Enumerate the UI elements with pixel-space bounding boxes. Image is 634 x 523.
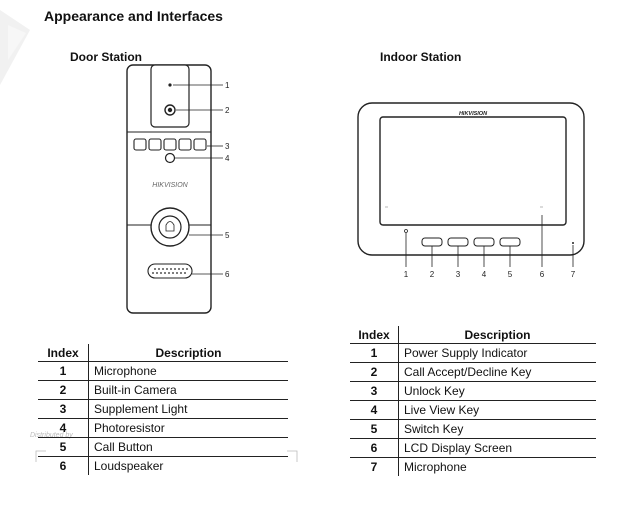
indoor-callout-7: 7 xyxy=(571,270,576,279)
door-callout-4: 4 xyxy=(225,154,230,163)
row-description: Call Button xyxy=(88,437,288,457)
row-description: Supplement Light xyxy=(88,399,288,419)
row-description: LCD Display Screen xyxy=(398,438,596,458)
door-callout-5: 5 xyxy=(225,231,230,240)
row-description: Live View Key xyxy=(398,400,596,420)
row-description: Microphone xyxy=(88,361,288,381)
row-description: Built-in Camera xyxy=(88,380,288,400)
indoor-station-diagram: HIKVISION 1 2 3 4 5 6 7 xyxy=(357,102,585,279)
row-index: 4 xyxy=(350,400,399,420)
indoor-callout-6: 6 xyxy=(540,270,545,279)
row-index: 2 xyxy=(350,362,399,382)
row-index: 4 xyxy=(38,418,89,438)
indoor-callout-5: 5 xyxy=(508,270,513,279)
door-brand-logo: HIKVISION xyxy=(152,182,188,189)
row-index: 6 xyxy=(350,438,399,458)
door-callout-3: 3 xyxy=(225,142,230,151)
table-row: 7 Microphone xyxy=(350,457,596,476)
row-index: 2 xyxy=(38,380,89,400)
row-index: 1 xyxy=(38,361,89,381)
index-header: Index xyxy=(38,344,89,362)
row-description: Microphone xyxy=(404,460,467,474)
bell-icon xyxy=(165,221,175,232)
corner-watermark-graphic xyxy=(0,10,30,85)
row-index: 1 xyxy=(350,343,399,363)
indoor-callout-3: 3 xyxy=(456,270,461,279)
table-header-row: Index Description xyxy=(38,344,288,362)
microphone-hole xyxy=(168,83,172,87)
lcd-screen xyxy=(379,116,567,226)
row-description: Call Accept/Decline Key xyxy=(398,362,596,382)
row-index: 3 xyxy=(38,399,89,419)
indoor-brand-logo: HIKVISION xyxy=(459,111,488,117)
description-header: Description xyxy=(88,344,288,362)
indoor-microphone xyxy=(572,242,574,244)
door-station-diagram: HIKVISION 1 2 3 4 5 6 xyxy=(126,64,230,314)
loudspeaker-grille xyxy=(147,263,193,279)
row-index: 3 xyxy=(350,381,399,401)
indoor-callout-2: 2 xyxy=(430,270,435,279)
row-index: 6 xyxy=(38,456,89,475)
row-description: Loudspeaker xyxy=(94,459,164,473)
supplement-lights xyxy=(133,138,207,151)
row-index: 5 xyxy=(350,419,399,439)
table-row: 6 Loudspeaker xyxy=(38,456,288,475)
indoor-callout-1: 1 xyxy=(404,270,409,279)
indoor-station-title: Indoor Station xyxy=(380,50,462,64)
row-description: Unlock Key xyxy=(398,381,596,401)
power-indicator xyxy=(404,229,408,233)
door-station-title: Door Station xyxy=(70,50,142,64)
indoor-callout-4: 4 xyxy=(482,270,487,279)
photoresistor xyxy=(164,152,176,164)
row-index: 5 xyxy=(38,437,89,457)
description-header: Description xyxy=(398,326,596,344)
row-index: 7 xyxy=(350,457,399,476)
door-callout-1: 1 xyxy=(225,81,230,90)
table-header-row: Index Description xyxy=(350,326,596,344)
section-title: Appearance and Interfaces xyxy=(44,8,223,24)
row-description: Power Supply Indicator xyxy=(398,343,596,363)
index-header: Index xyxy=(350,326,399,344)
door-callout-6: 6 xyxy=(225,270,230,279)
row-description: Photoresistor xyxy=(88,418,288,438)
call-button xyxy=(158,215,182,239)
door-callout-2: 2 xyxy=(225,106,230,115)
row-description: Switch Key xyxy=(398,419,596,439)
